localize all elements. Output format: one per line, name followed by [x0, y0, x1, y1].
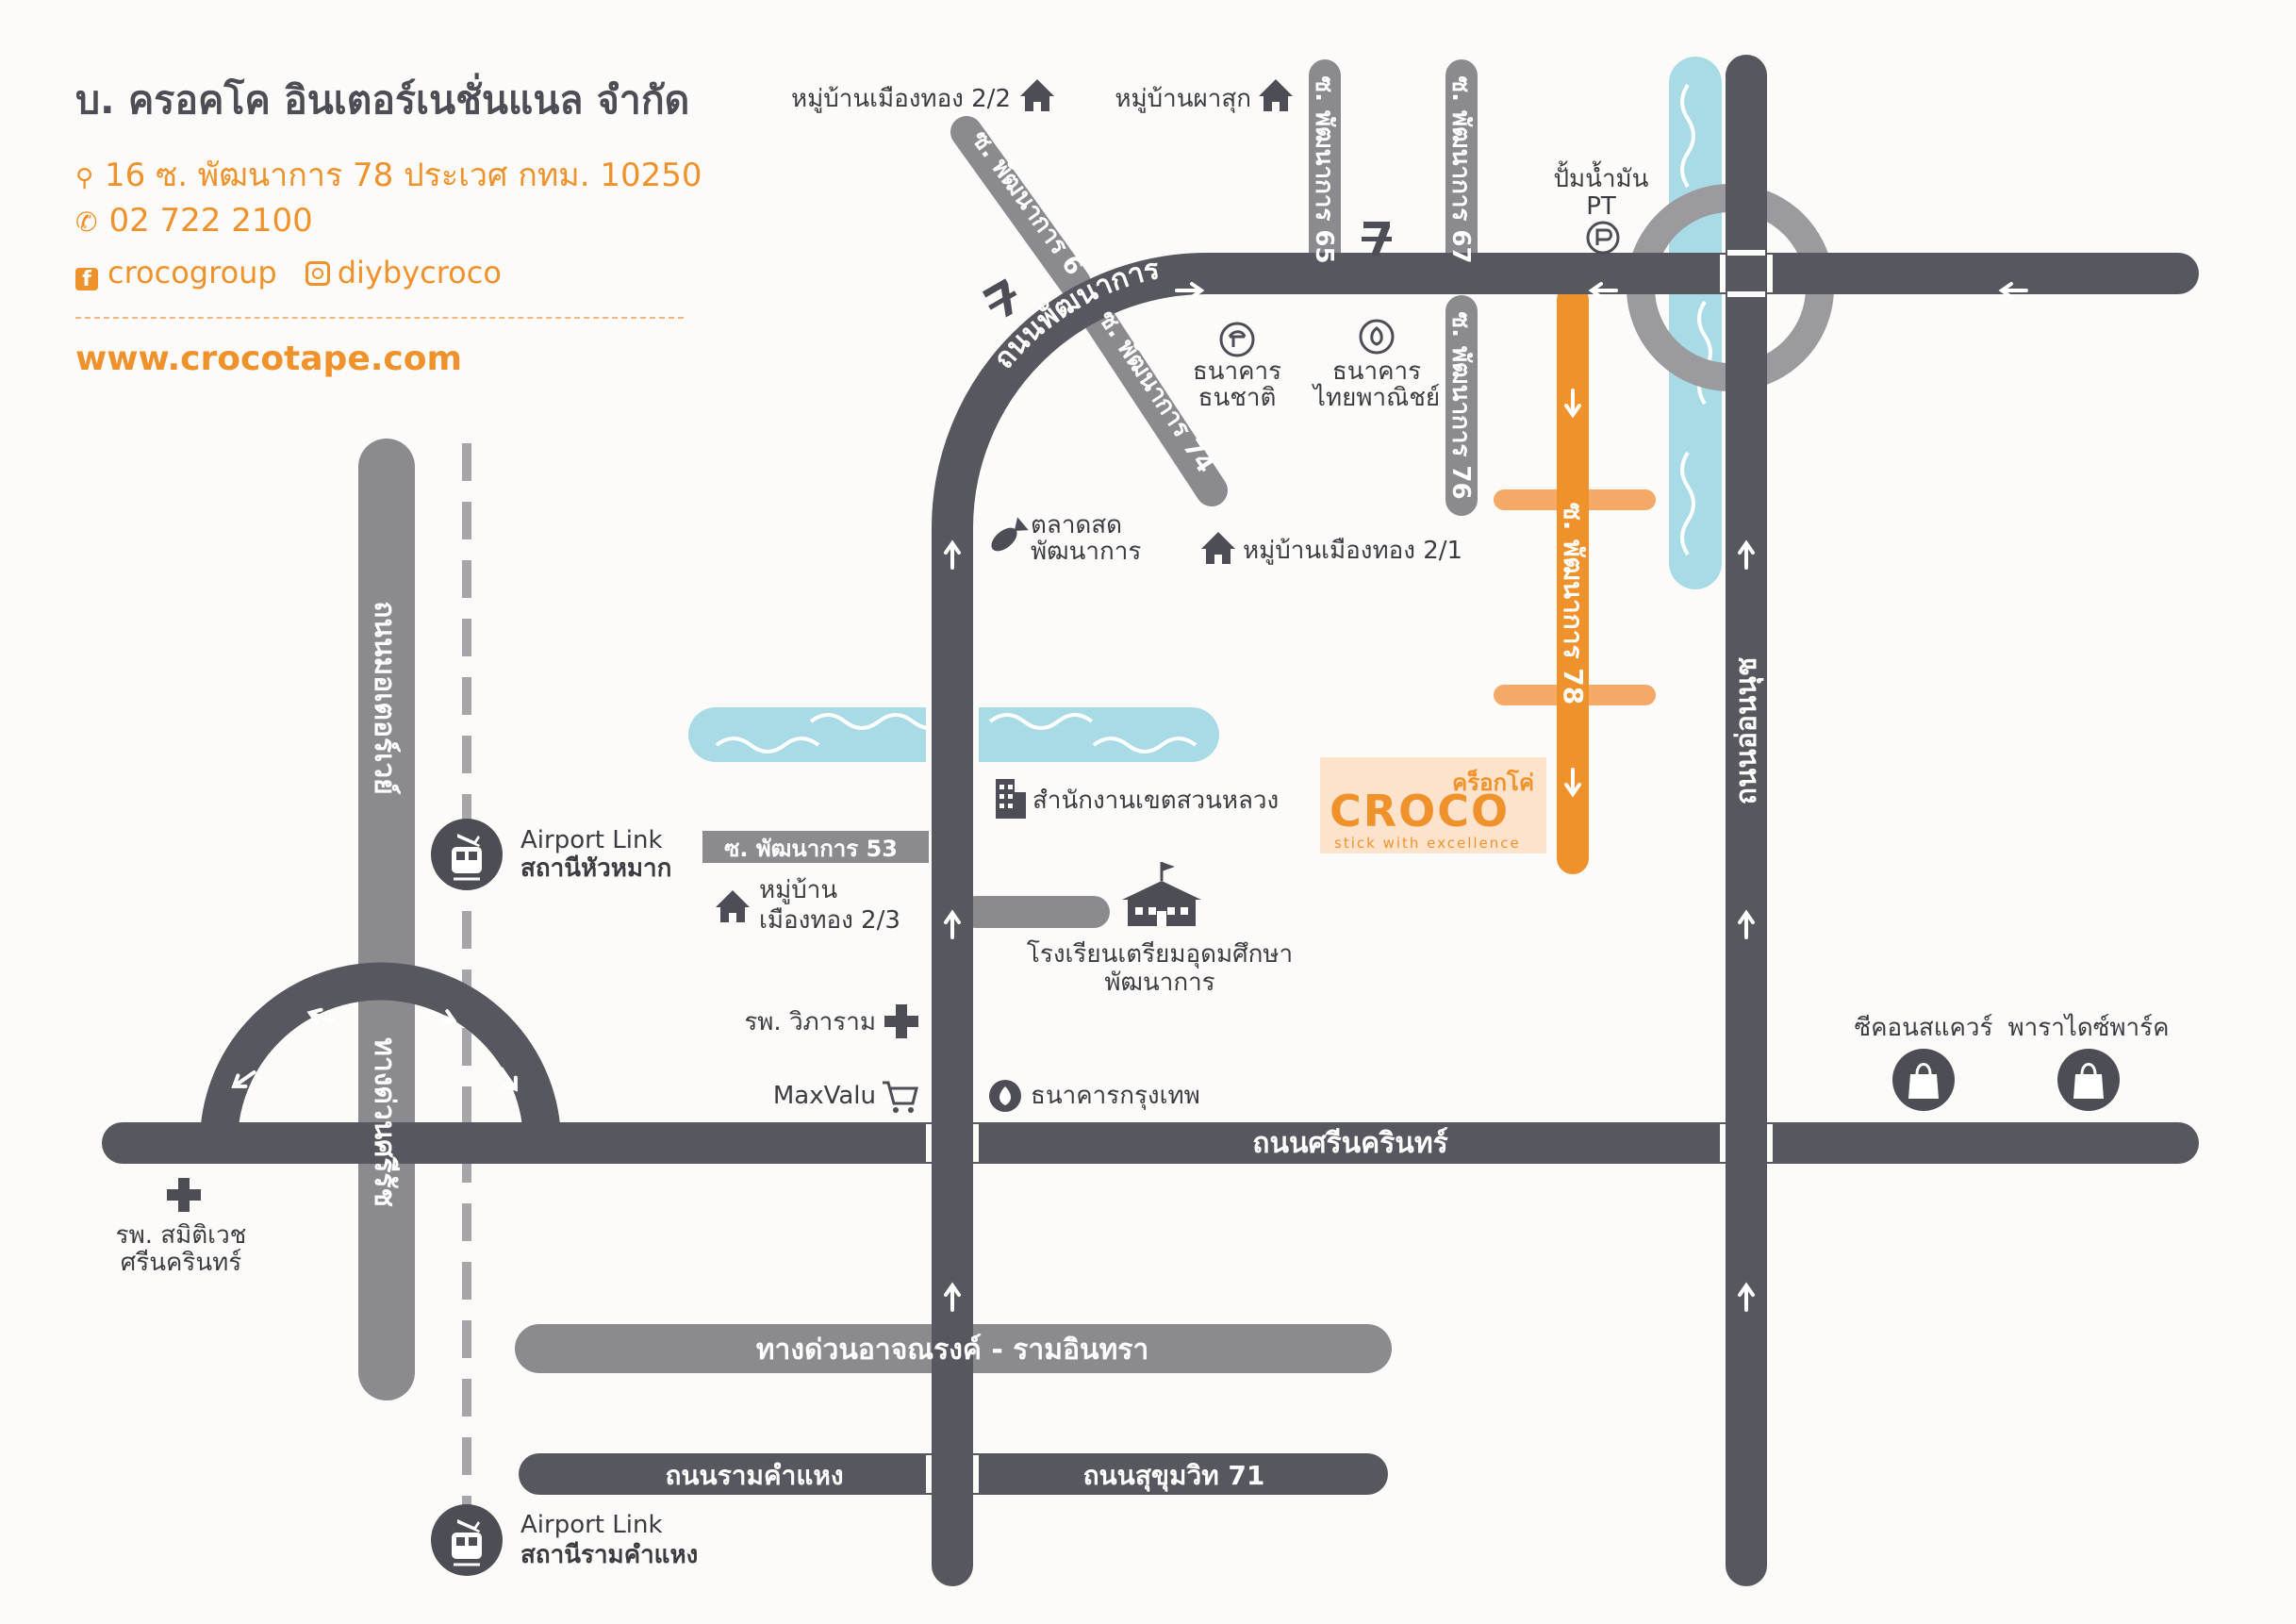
phone-icon: ✆	[75, 207, 98, 238]
market-label-1: ตลาดสด	[1031, 511, 1122, 539]
cart-icon	[883, 1081, 918, 1113]
srinakarin-road-label: ถนนศรีนครินทร์	[1252, 1127, 1447, 1160]
croco-tagline: stick with excellence	[1334, 835, 1521, 852]
bank-scb-label-1: ธนาคาร	[1332, 357, 1421, 386]
soi65-label: ซ. พัฒนาการ 65	[1310, 75, 1338, 263]
house-icon	[1259, 79, 1293, 111]
soi-74-road[interactable]	[1078, 295, 1228, 506]
building-icon	[996, 779, 1026, 819]
village-21-label: หมู่บ้านเมืองทอง 2/1	[1243, 537, 1462, 565]
school-label-2: พัฒนาการ	[1104, 969, 1214, 997]
house-icon	[1201, 532, 1235, 564]
address-text: 16 ซ. พัฒนาการ 78 ประเวศ กทม. 10250	[105, 157, 702, 194]
instagram-link[interactable]: diybycroco	[337, 255, 502, 290]
district-office-label: สำนักงานเขตสวนหลวง	[1032, 787, 1279, 815]
train-icon	[429, 1502, 504, 1578]
hospital-cross-icon	[167, 1178, 201, 1212]
hospital-cross-icon	[884, 1004, 918, 1038]
bank-thanachart-label-1: ธนาคาร	[1193, 357, 1281, 386]
company-name: บ. ครอคโค อินเตอร์เนชั่นแนล จำกัด	[75, 77, 690, 123]
bangkok-bank-icon	[989, 1080, 1021, 1112]
village-23-label-1: หมู่บ้าน	[759, 876, 837, 904]
phone-text: 02 722 2100	[108, 202, 313, 240]
soi61-label: ซ. พัฒนาการ 61	[0, 0, 1088, 281]
croco-logo-box	[1320, 757, 1546, 853]
market-label-2: พัฒนาการ	[1031, 538, 1141, 566]
airport-link-2-station: สถานีรามคำแหง	[520, 1541, 698, 1569]
pt-station-label-2: PT	[1586, 192, 1616, 221]
shopping-bag-icon	[1891, 1047, 1957, 1113]
village-22-label: หมู่บ้านเมืองทอง 2/2	[791, 85, 1011, 113]
village-phasuk-label: หมู่บ้านผาสุก	[1115, 85, 1251, 113]
motorway-label: ถนนมอเตอร์เวย์	[368, 601, 401, 795]
header-divider	[75, 317, 684, 319]
airport-link-1-station: สถานีหัวหมาก	[520, 854, 671, 883]
seacon-label: ซีคอนสแควร์	[1854, 1014, 1992, 1042]
airport-link-1-label: Airport Link	[520, 826, 663, 854]
bank-scb-label-2: ไทยพาณิชย์	[1312, 383, 1440, 412]
school-label-1: โรงเรียนเตรียมอุดมศึกษา	[1027, 939, 1293, 969]
pattanakarn-road[interactable]	[932, 253, 2199, 1586]
junction-gaps	[926, 250, 1773, 1493]
pt-station-label: ปั้มน้ำมัน	[1554, 160, 1649, 193]
instagram-icon	[305, 261, 330, 286]
main-roads	[102, 55, 2199, 1586]
chalong-rat-expressway-label: ทางด่วนอาจณรงค์ - รามอินทรา	[756, 1334, 1149, 1367]
hospital-samitivej-label-1: รพ. สมิติเวช	[116, 1221, 247, 1250]
scb-bank-icon	[1359, 319, 1395, 355]
fish-icon	[991, 517, 1029, 552]
maxvalu-label: MaxValu	[773, 1082, 876, 1110]
school-icon	[1122, 862, 1201, 926]
shopping-bag-icon	[2056, 1047, 2122, 1113]
house-icon	[1020, 79, 1054, 111]
pt-gas-icon	[1586, 221, 1620, 255]
facebook-link[interactable]: crocogroup	[107, 255, 277, 290]
company-phone: ✆ 02 722 2100	[75, 202, 313, 240]
pin-icon: ⚲	[75, 164, 94, 192]
bangkok-bank-label: ธนาคารกรุงเทพ	[1031, 1082, 1200, 1110]
soi53-label: ซ. พัฒนาการ 53	[724, 836, 898, 862]
facebook-icon: f	[75, 268, 98, 291]
social-links: f crocogroup diybycroco	[75, 255, 502, 291]
seven-eleven-icon	[1362, 222, 1392, 256]
seven-eleven-icon	[981, 277, 1024, 323]
soi76-label: ซ. พัฒนาการ 76	[1446, 311, 1475, 499]
airport-link-2-label: Airport Link	[520, 1511, 663, 1539]
ramkhamhaeng-road-label: ถนนรามคำแหง	[665, 1460, 843, 1491]
bank-thanachart-label-2: ธนชาติ	[1198, 384, 1277, 412]
croco-destination: คร็อกโค่ CROCO stick with excellence	[1320, 757, 1546, 853]
train-icon	[429, 817, 504, 892]
website-link[interactable]: www.crocotape.com	[75, 340, 462, 378]
hospital-wiparam-label: รพ. วิภาราม	[744, 1008, 876, 1036]
village-23-label-2: เมืองทอง 2/3	[759, 906, 900, 935]
sukhumvit71-road-label: ถนนสุขุมวิท 71	[1083, 1460, 1265, 1492]
paradise-label: พาราไดซ์พาร์ค	[2007, 1013, 2169, 1042]
points-of-interest: หมู่บ้านเมืองทอง 2/2 หมู่บ้านผาสุก ปั้มน…	[116, 79, 2170, 1578]
croco-logo-text: CROCO	[1330, 786, 1510, 837]
soi67-label: ซ. พัฒนาการ 67	[1446, 75, 1475, 263]
company-address: ⚲ 16 ซ. พัฒนาการ 78 ประเวศ กทม. 10250	[75, 149, 702, 200]
hospital-samitivej-label-2: ศรีนครินทร์	[121, 1249, 242, 1277]
interchange-ramp[interactable]	[200, 962, 561, 1162]
croco-thai-name: คร็อกโค่	[1452, 769, 1534, 796]
sri-rat-expressway-label: ทางด่วนศรีรัช	[368, 1037, 401, 1207]
house-icon	[716, 890, 750, 922]
onnut-road-label: ถนนอ่อนนุช	[1730, 657, 1764, 805]
thanachart-bank-icon	[1219, 322, 1255, 357]
soi78-label: ซ. พัฒนาการ 78	[1558, 503, 1589, 704]
soi-61-road[interactable]	[950, 116, 1091, 299]
